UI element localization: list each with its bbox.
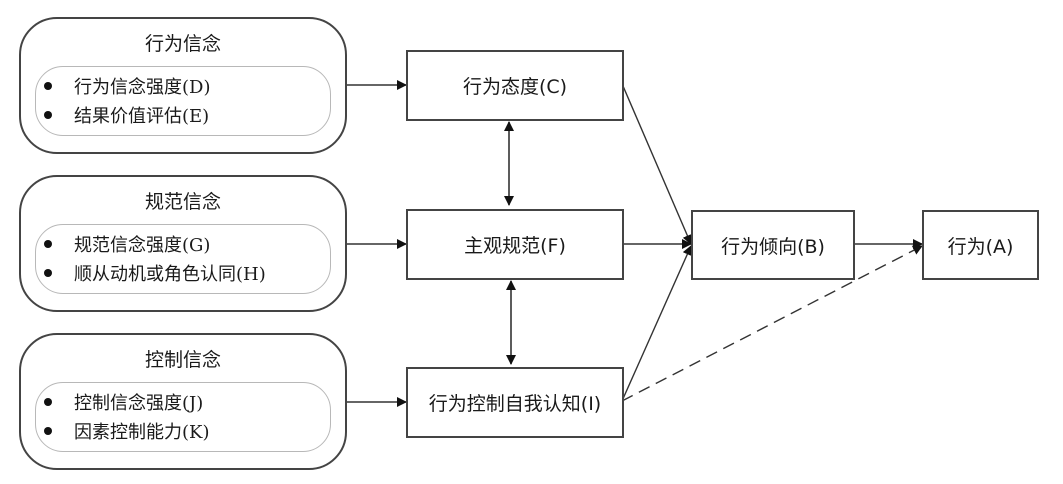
list-item: 行为信念强度(D) [44,73,210,99]
list-item: 顺从动机或角色认同(H) [44,260,266,286]
list-item: 规范信念强度(G) [44,231,210,257]
list-item: 控制信念强度(J) [44,389,203,415]
arrow-perceived-control-to-intention [621,245,692,402]
node-behavior: 行为(A) [922,210,1039,280]
node-subjective-norm: 主观规范(F) [406,209,624,280]
belief-items-box: 规范信念强度(G) 顺从动机或角色认同(H) [35,224,331,294]
node-attitude: 行为态度(C) [406,50,624,121]
group-title: 规范信念 [144,191,221,213]
belief-items-box: 控制信念强度(J) 因素控制能力(K) [35,382,331,452]
node-perceived-behavioral-control: 行为控制自我认知(I) [406,367,624,438]
group-title: 控制信念 [144,349,221,371]
node-behavioral-intention: 行为倾向(B) [691,210,855,280]
bullet-icon [44,111,52,119]
belief-items-box: 行为信念强度(D) 结果价值评估(E) [35,66,331,136]
group-title: 行为信念 [144,33,221,55]
group-behavioral-beliefs: 行为信念 行为信念强度(D) 结果价值评估(E) [19,17,347,154]
bullet-icon [44,427,52,435]
arrow-attitude-to-intention [622,85,693,245]
bullet-icon [44,398,52,406]
group-normative-beliefs: 规范信念 规范信念强度(G) 顺从动机或角色认同(H) [19,175,347,312]
bullet-icon [44,82,52,90]
bullet-icon [44,240,52,248]
group-control-beliefs: 控制信念 控制信念强度(J) 因素控制能力(K) [19,333,347,470]
list-item: 结果价值评估(E) [44,102,209,128]
bullet-icon [44,269,52,277]
list-item: 因素控制能力(K) [44,418,210,444]
